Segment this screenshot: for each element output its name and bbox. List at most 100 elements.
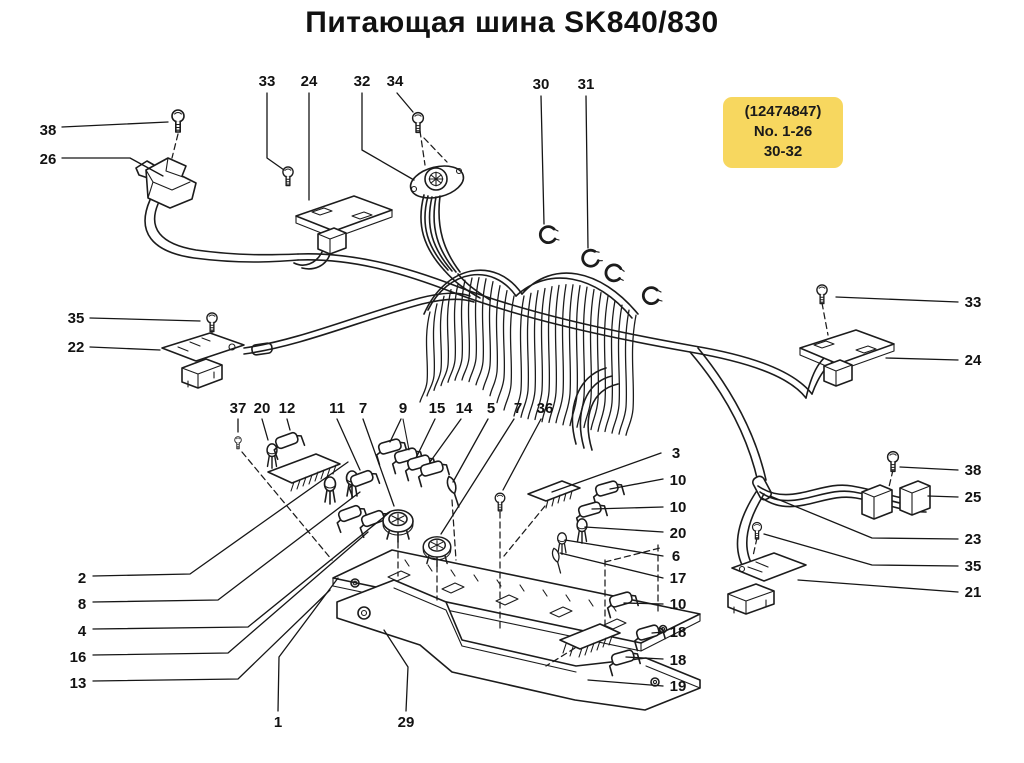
leader-line-33 (266, 92, 285, 171)
branch-wire (440, 288, 452, 387)
connector-32-assembly (409, 111, 491, 301)
leader-line-31 (585, 95, 589, 249)
leader-line-22 (89, 346, 161, 351)
branch-wire (625, 314, 637, 436)
callout-12: 12 (279, 400, 296, 417)
leader-line-16 (92, 531, 369, 656)
branch-wire (503, 295, 515, 411)
callout-24: 24 (965, 352, 982, 369)
leader-line-10 (609, 478, 664, 490)
callout-13: 13 (70, 675, 87, 692)
leader-line-7 (440, 418, 515, 535)
branch-wire (419, 311, 431, 403)
clamp-26-assembly (135, 109, 299, 263)
leader-line-7 (362, 418, 395, 507)
leader-line-20 (584, 526, 664, 533)
branch-wire (611, 304, 623, 434)
leader-line-36 (502, 418, 542, 491)
callout-6: 6 (672, 548, 680, 565)
leader-line-25 (927, 495, 959, 498)
callout-25: 25 (965, 489, 982, 506)
callout-7: 7 (359, 400, 367, 417)
branch-wire (562, 284, 574, 426)
branch-wire (541, 286, 553, 423)
leader-line-24 (885, 357, 959, 361)
branch-wire (468, 276, 480, 383)
callout-36: 36 (537, 400, 554, 417)
part-range-badge: (12474847) No. 1-26 30-32 (723, 97, 843, 168)
branch-wire (433, 295, 445, 391)
callout-3: 3 (672, 445, 680, 462)
leader-line-14 (429, 418, 462, 463)
leader-line-38 (61, 121, 169, 128)
branch-wire (482, 280, 494, 391)
callout-10: 10 (670, 472, 687, 489)
leader-line-35 (89, 317, 201, 322)
leader-line-15 (416, 418, 436, 457)
callout-35: 35 (965, 558, 982, 575)
callout-19: 19 (670, 678, 687, 695)
branch-wire (618, 309, 630, 435)
pcb-components-left (234, 418, 506, 567)
callout-35: 35 (68, 310, 85, 327)
branch-wire (583, 288, 595, 429)
bracket-21-assembly (727, 491, 807, 615)
leader-line-29 (383, 629, 409, 712)
bracket-29 (336, 579, 701, 711)
branch-wire (576, 286, 588, 428)
clamp-25-assembly (752, 450, 931, 520)
callout-33: 33 (259, 73, 276, 90)
branch-wire (489, 285, 501, 397)
badge-part-number: (12474847) (744, 103, 822, 120)
branch-wire (496, 289, 508, 404)
pcb-components-right (527, 478, 627, 575)
callout-7: 7 (514, 400, 522, 417)
callout-1: 1 (274, 714, 282, 731)
callout-23: 23 (965, 531, 982, 548)
callout-18: 18 (670, 624, 687, 641)
branch-wire (454, 279, 466, 381)
callout-10: 10 (670, 596, 687, 613)
leader-line-8 (92, 491, 361, 603)
callout-33: 33 (965, 294, 982, 311)
leader-line-21 (797, 579, 959, 593)
mounting-plate-1 (332, 549, 701, 652)
callout-5: 5 (487, 400, 495, 417)
callout-20: 20 (254, 400, 271, 417)
bracket-24-left (282, 166, 393, 270)
callout-20: 20 (670, 525, 687, 542)
callout-34: 34 (387, 73, 404, 90)
badge-range-1: No. 1-26 (753, 123, 813, 140)
callout-30: 30 (533, 76, 550, 93)
callout-2: 2 (78, 570, 86, 587)
callout-32: 32 (354, 73, 371, 90)
leader-line-2 (92, 461, 349, 577)
leader-line-1 (277, 577, 339, 712)
leader-line-26 (61, 157, 164, 177)
leader-line-33 (835, 296, 959, 303)
callout-26: 26 (40, 151, 57, 168)
leader-line-32 (361, 92, 415, 181)
branch-wire (534, 287, 546, 421)
branch-wire (569, 284, 581, 427)
callout-17: 17 (670, 570, 687, 587)
leader-line-4 (92, 511, 391, 630)
callout-4: 4 (78, 623, 87, 640)
callout-15: 15 (429, 400, 446, 417)
pcb-components-bottom (559, 589, 668, 677)
leader-line-6 (564, 539, 664, 557)
branch-wire (555, 284, 567, 424)
branch-wire (597, 295, 609, 432)
leader-line-9 (389, 418, 402, 443)
harness-trunk (297, 253, 813, 483)
callout-8: 8 (78, 596, 86, 613)
callout-18: 18 (670, 652, 687, 669)
callout-16: 16 (70, 649, 87, 666)
callout-21: 21 (965, 584, 982, 601)
callout-31: 31 (578, 76, 595, 93)
leader-line-18 (651, 631, 664, 634)
ic-19 (559, 623, 621, 658)
